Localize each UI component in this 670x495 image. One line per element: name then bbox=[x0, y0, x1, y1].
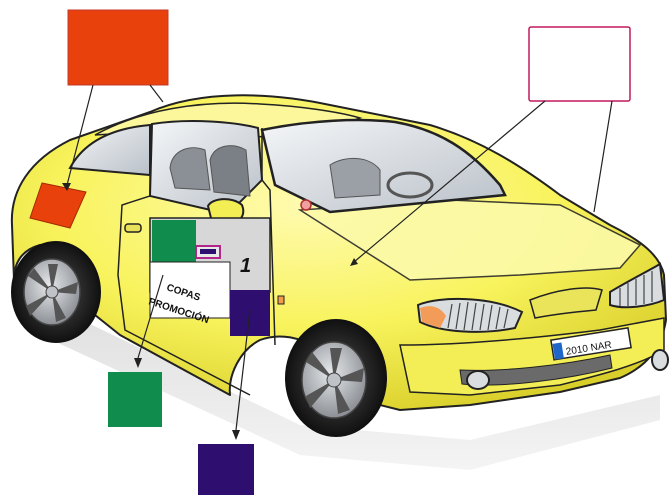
door-green-panel bbox=[152, 220, 196, 266]
fog-light-right bbox=[652, 350, 668, 370]
car-number: 1 bbox=[240, 255, 251, 277]
callout-green-box[interactable] bbox=[108, 372, 162, 427]
fog-light-left bbox=[467, 371, 489, 389]
callout-purple-box[interactable] bbox=[198, 444, 254, 495]
leader-line-empty-2 bbox=[594, 101, 612, 212]
front-wheel bbox=[286, 320, 386, 436]
callout-orange-box[interactable] bbox=[68, 10, 168, 85]
seat bbox=[210, 146, 250, 196]
callout-empty-box[interactable] bbox=[529, 27, 630, 101]
windshield-marker bbox=[301, 200, 311, 210]
seat bbox=[170, 148, 210, 190]
door-livery-panel: 1 COPAS PROMOCIÓN bbox=[147, 218, 270, 336]
door-handle bbox=[125, 224, 141, 232]
rear-wheel bbox=[12, 242, 100, 342]
